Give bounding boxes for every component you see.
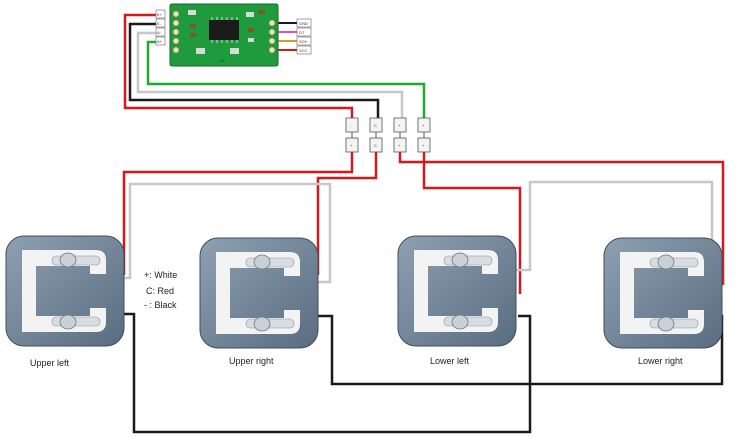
connector-3-top-label: + <box>398 123 401 128</box>
red-wire-connector-to-upper-left <box>122 152 354 275</box>
connector-1-top-label: - <box>350 123 352 128</box>
red-wire-connector-to-upper-right <box>316 152 378 275</box>
load-cell-lower-right-label: Lower right <box>638 356 683 366</box>
load-cell-upper-right <box>199 237 319 349</box>
connector-3-bottom-label: + <box>398 143 401 148</box>
connector-3: + + <box>393 117 407 153</box>
connector-2: C C <box>369 117 383 153</box>
pin-label-dt: DT <box>299 30 305 35</box>
module-components <box>188 10 265 54</box>
red-wire-connector-to-lower-left <box>422 152 522 294</box>
pin-label-gnd: GND <box>299 21 308 26</box>
hx711-module: GND DT SCK VCC E+ E- A- A+ <box>155 3 312 67</box>
module-chip-label: HX <box>219 58 225 63</box>
load-cell-upper-left-label: Upper left <box>30 358 70 368</box>
load-cell-lower-right <box>603 237 723 349</box>
connector-block: - + C C + + + + <box>345 117 431 153</box>
legend-line-red: C: Red <box>146 286 174 296</box>
module-chip <box>209 20 239 40</box>
module-right-pads <box>268 19 276 54</box>
pin-label-e-plus: E+ <box>157 12 163 17</box>
wires <box>118 13 725 434</box>
green-wire-module-to-connector-4 <box>146 40 426 118</box>
white-wire-upper-left-to-upper-right <box>122 182 332 284</box>
connector-2-bottom-label: C <box>374 143 377 148</box>
connector-4-top-label: + <box>422 123 425 128</box>
white-wire-module-to-connector-3 <box>136 31 404 118</box>
pin-label-vcc: VCC <box>299 48 308 53</box>
load-cell-upper-left <box>5 235 125 347</box>
pin-label-e-minus: E- <box>157 21 162 26</box>
module-left-pads <box>172 10 180 54</box>
chip-pins <box>211 17 238 43</box>
red-wire-module-to-connector-1 <box>123 13 354 118</box>
module-input-pin-labels: E+ E- A- A+ <box>155 9 166 46</box>
connector-1: - + <box>345 117 359 153</box>
connector-2-top-label: C <box>374 123 377 128</box>
pin-label-sck: SCK <box>299 39 308 44</box>
black-wire-upper-left-to-lower-left <box>118 312 532 434</box>
load-cell-upper-right-label: Upper right <box>229 356 274 366</box>
connector-1-bottom-label: + <box>350 143 353 148</box>
module-output-pin-labels: GND DT SCK VCC <box>296 18 312 55</box>
black-wire-module-to-connector-2 <box>128 22 380 118</box>
load-cell-lower-left-label: Lower left <box>430 356 470 366</box>
legend-line-black: - : Black <box>144 300 177 310</box>
pin-label-a-minus: A- <box>157 30 162 35</box>
load-cell-lower-left <box>397 235 517 347</box>
connector-4-bottom-label: + <box>422 143 425 148</box>
legend-line-white: +: White <box>144 270 177 280</box>
module-output-wires <box>277 22 297 51</box>
connector-4: + + <box>417 117 431 153</box>
pin-label-a-plus: A+ <box>157 39 163 44</box>
wire-color-legend: +: White C: Red - : Black <box>144 270 177 310</box>
red-wire-connector-to-lower-right <box>398 152 725 285</box>
